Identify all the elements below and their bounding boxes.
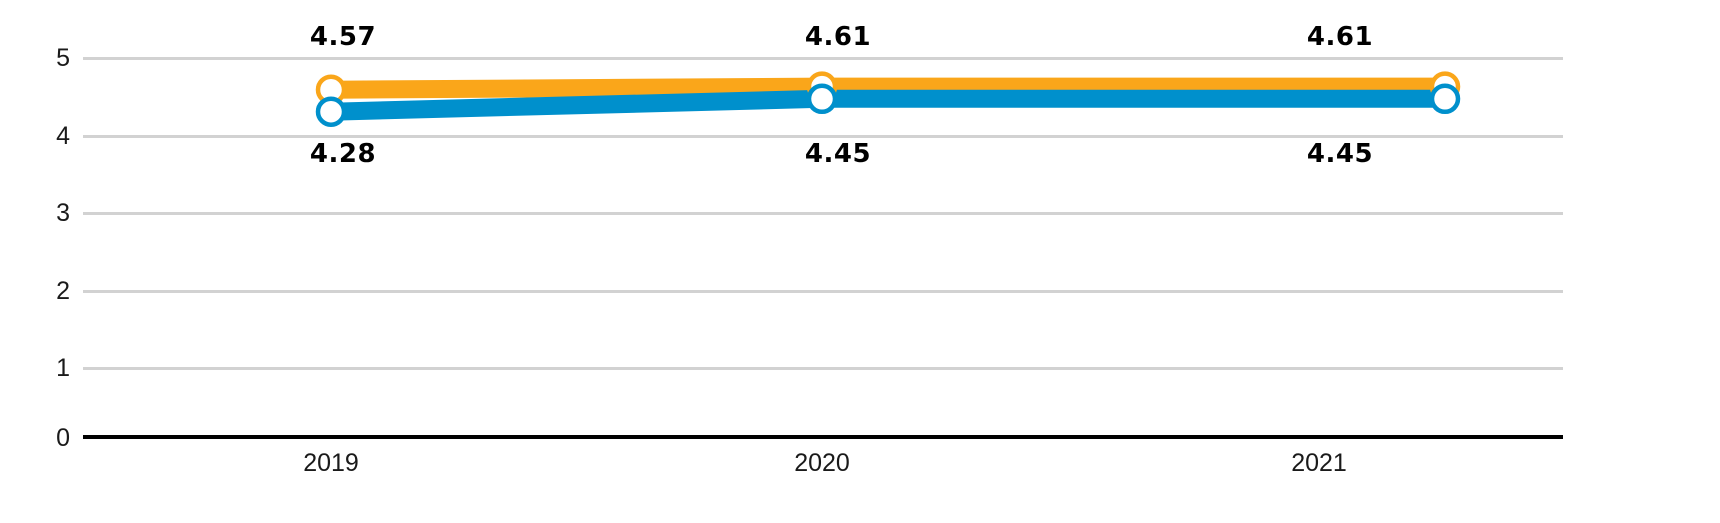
data-label-orange-2019: 4.57 [309,22,377,52]
gridline-4 [83,135,1563,138]
data-label-blue-2021: 4.45 [1306,139,1374,169]
x-tick-2020: 2020 [794,449,850,477]
gridline-2 [83,290,1563,293]
y-axis-labels: 5 4 3 2 1 0 [0,10,70,451]
gridline-5 [83,57,1563,60]
data-label-blue-2020: 4.45 [804,139,872,169]
y-tick-0: 0 [56,424,70,452]
x-tick-2019: 2019 [303,449,359,477]
data-label-orange-2021: 4.61 [1306,22,1374,52]
series-orange-line [330,77,1445,99]
y-tick-3: 3 [56,199,70,227]
x-tick-2021: 2021 [1291,449,1347,477]
series-plot [315,71,1461,127]
marker-blue-2021[interactable] [1429,83,1461,115]
marker-blue-2020[interactable] [806,83,838,115]
data-label-orange-2020: 4.61 [804,22,872,52]
x-axis-line [83,435,1563,439]
series-blue-line [330,89,1445,121]
gridline-1 [83,367,1563,370]
y-tick-2: 2 [56,277,70,305]
y-tick-1: 1 [56,354,70,382]
y-tick-4: 4 [56,122,70,150]
marker-blue-2019[interactable] [315,96,347,127]
plot-area [83,10,1563,440]
data-label-blue-2019: 4.28 [309,139,377,169]
y-tick-5: 5 [56,44,70,72]
gridline-3 [83,212,1563,215]
